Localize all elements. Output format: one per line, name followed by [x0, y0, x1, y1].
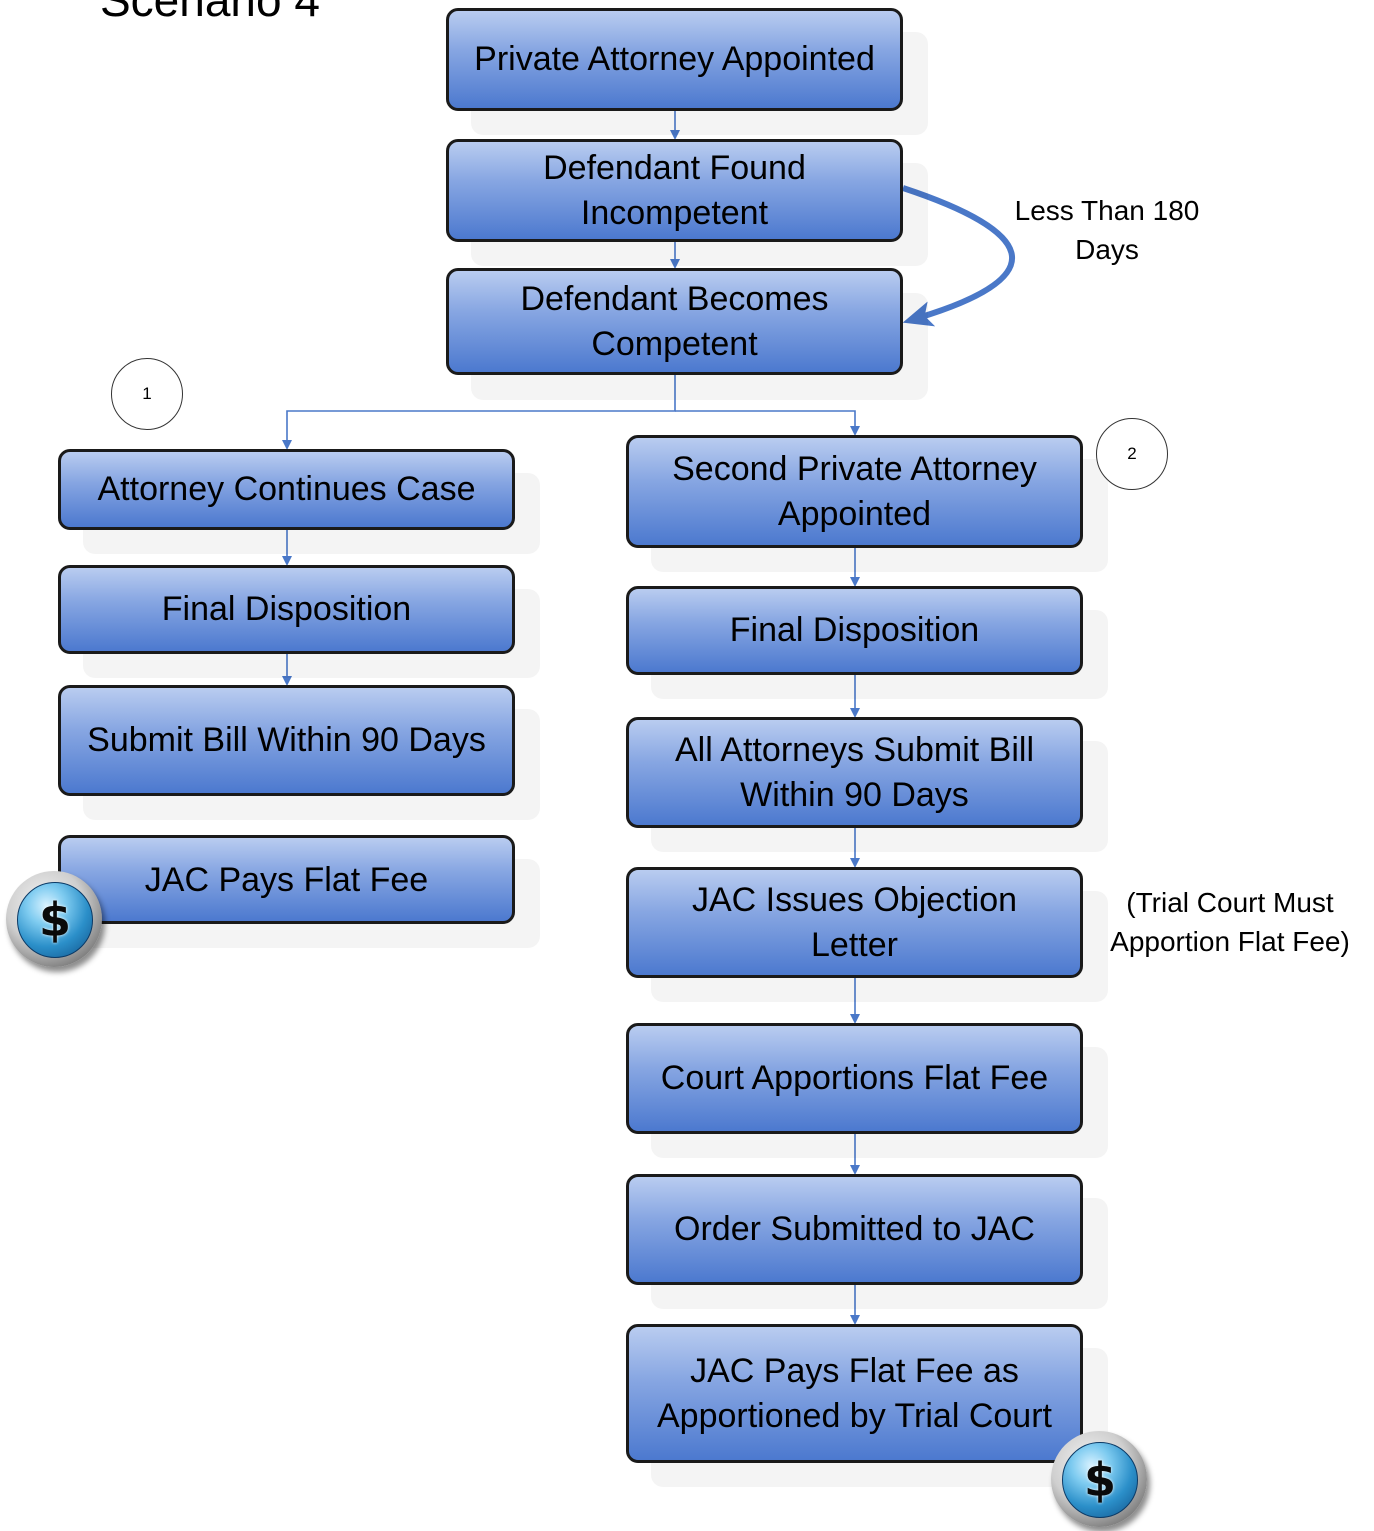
node-all-attorneys-submit-bill: All Attorneys Submit Bill Within 90 Days: [626, 717, 1083, 828]
node-jac-pays-flat-fee: JAC Pays Flat Fee: [58, 835, 515, 924]
dollar-sign: $: [1062, 1442, 1138, 1518]
dollar-sign: $: [17, 882, 93, 958]
diagram-title: Scenario 4: [100, 0, 320, 26]
node-private-attorney-appointed: Private Attorney Appointed: [446, 8, 903, 111]
connector: [282, 374, 676, 450]
dollar-coin-icon: $: [1051, 1431, 1147, 1527]
node-jac-pays-as-apportioned: JAC Pays Flat Fee as Apportioned by Tria…: [626, 1324, 1083, 1463]
node-second-private-attorney-appointed: Second Private Attorney Appointed: [626, 435, 1083, 548]
node-defendant-becomes-competent: Defendant Becomes Competent: [446, 268, 903, 375]
path-badge-2: 2: [1096, 418, 1168, 490]
node-jac-issues-objection-letter: JAC Issues Objection Letter: [626, 867, 1083, 978]
node-order-submitted-to-jac: Order Submitted to JAC: [626, 1174, 1083, 1285]
loop-arrow: [902, 185, 1015, 327]
node-attorney-continues-case: Attorney Continues Case: [58, 449, 515, 530]
connector: [675, 410, 860, 436]
note-less-than-180-days: Less Than 180 Days: [1014, 195, 1200, 265]
path-badge-1: 1: [111, 358, 183, 430]
node-final-disposition-left: Final Disposition: [58, 565, 515, 654]
node-submit-bill-within-90-days: Submit Bill Within 90 Days: [58, 685, 515, 796]
node-court-apportions-flat-fee: Court Apportions Flat Fee: [626, 1023, 1083, 1134]
dollar-coin-icon: $: [6, 871, 102, 967]
node-final-disposition-right: Final Disposition: [626, 586, 1083, 675]
note-trial-court-must-apportion: (Trial Court Must Apportion Flat Fee): [1110, 887, 1350, 957]
node-defendant-found-incompetent: Defendant Found Incompetent: [446, 139, 903, 242]
